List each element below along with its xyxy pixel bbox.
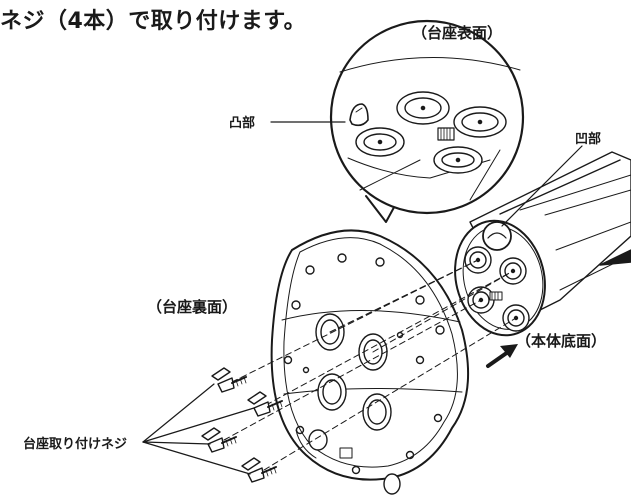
label-base-top: （台座表面） — [412, 24, 503, 42]
label-screws: 台座取り付けネジ — [23, 437, 128, 452]
alignment-lines — [223, 259, 517, 471]
concave-highlight-circle — [482, 221, 512, 251]
label-body-bottom: （本体底面） — [516, 332, 607, 350]
screw — [211, 367, 247, 393]
base-top-callout — [329, 19, 525, 223]
label-concave: 凹部 — [575, 132, 602, 147]
screw — [241, 457, 277, 483]
connector-icon — [437, 127, 455, 141]
base-back-face — [270, 229, 470, 495]
screw — [201, 427, 237, 453]
convex-tab — [349, 103, 369, 127]
leader-lines — [142, 121, 583, 475]
direction-arrow — [486, 344, 518, 368]
label-convex: 凸部 — [229, 116, 256, 131]
screw — [247, 391, 283, 417]
instruction-heading: ネジ（4本）で取り付けます。 — [0, 9, 307, 34]
label-base-back: （台座裏面） — [147, 298, 238, 316]
